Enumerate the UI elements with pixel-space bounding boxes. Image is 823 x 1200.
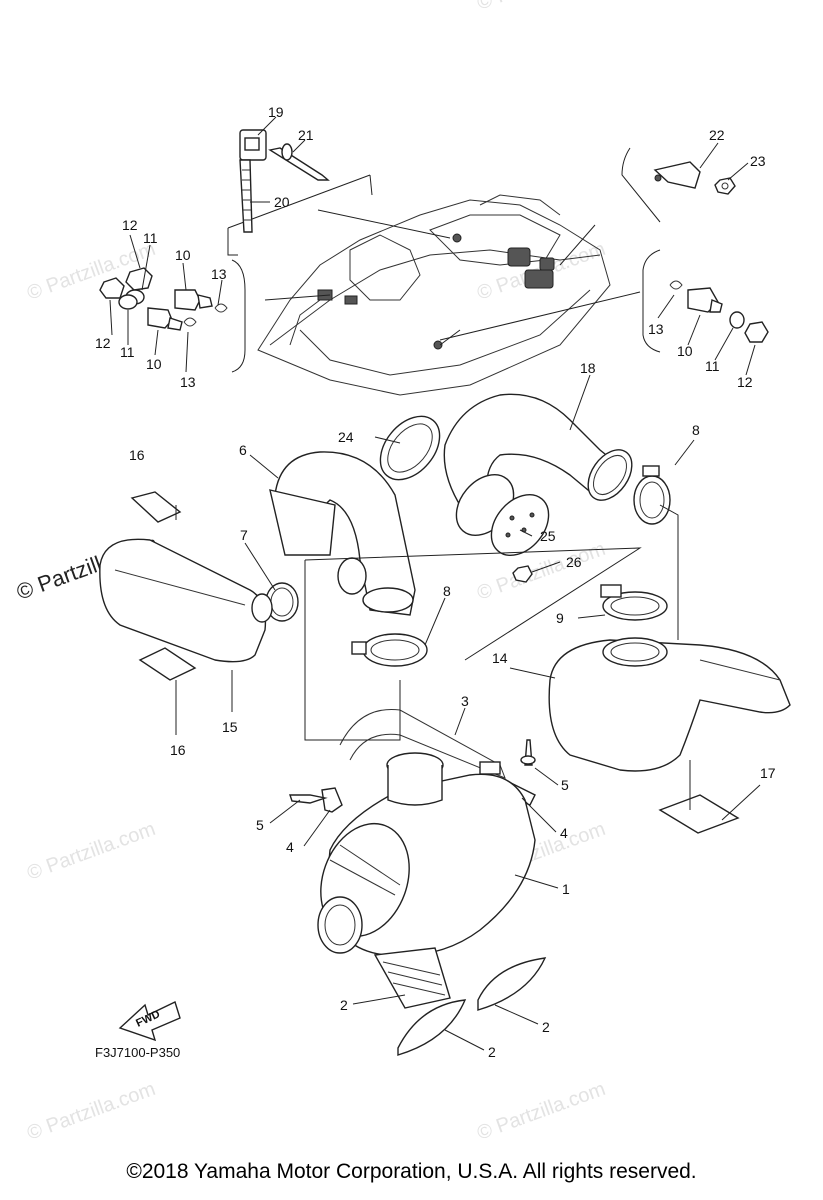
copyright-notice: ©2018 Yamaha Motor Corporation, U.S.A. A… [126, 1160, 697, 1183]
callout-5: 5 [256, 817, 264, 833]
callout-12: 12 [95, 335, 111, 351]
watermark: © Partzilla.com [474, 1078, 608, 1145]
callout-13: 13 [648, 321, 664, 337]
leader-lines [109, 116, 761, 1051]
strap-3 [339, 708, 506, 779]
callout-13: 13 [211, 266, 227, 282]
fittings-left [99, 267, 228, 331]
callout-14: 14 [492, 650, 508, 666]
diagram-code: F3J7100-P350 [95, 1045, 180, 1060]
callout-26: 26 [566, 554, 582, 570]
callout-16: 16 [170, 742, 186, 758]
callout-10: 10 [175, 247, 191, 263]
callout-24: 24 [338, 429, 354, 445]
pipe-6 [269, 451, 416, 616]
plate-25 [455, 474, 550, 556]
box-15 [99, 538, 273, 663]
ring-24 [379, 415, 441, 481]
pad-17 [658, 794, 740, 834]
fwd-arrow: FWD [118, 1001, 181, 1042]
cable-tie-holder-19 [239, 129, 267, 161]
nut-23 [714, 177, 736, 195]
callout-8: 8 [443, 583, 451, 599]
callout-13: 13 [180, 374, 196, 390]
callout-21: 21 [298, 127, 314, 143]
bracket-group-right-top [621, 147, 661, 223]
bracket-22 [653, 161, 701, 189]
pad-16-bottom [138, 647, 197, 681]
callout-1: 1 [562, 881, 570, 897]
clamp-9 [600, 584, 668, 621]
callout-15: 15 [222, 719, 238, 735]
rivet-5-left [289, 794, 328, 804]
shield-2-left [373, 947, 451, 1009]
callout-8: 8 [692, 422, 700, 438]
callout-23: 23 [750, 153, 766, 169]
callout-22: 22 [709, 127, 725, 143]
bracket-group-left [231, 259, 246, 373]
clamp-8-right [633, 465, 671, 525]
callout-5: 5 [561, 777, 569, 793]
callout-19: 19 [268, 104, 284, 120]
shield-2-right [477, 957, 547, 1011]
callout-4: 4 [560, 825, 568, 841]
clamp-8-center [351, 633, 428, 667]
pad-16-top [130, 491, 182, 523]
shield-2-bottom [397, 999, 467, 1056]
watermark: © Partzilla.com [474, 0, 608, 15]
bracket-4-left [321, 787, 343, 813]
callout-3: 3 [461, 693, 469, 709]
callout-11: 11 [143, 230, 158, 246]
cable-tie-20 [239, 159, 253, 233]
callout-11: 11 [120, 344, 135, 360]
callout-9: 9 [556, 610, 564, 626]
callout-6: 6 [239, 442, 247, 458]
callout-20: 20 [274, 194, 290, 210]
callout-18: 18 [580, 360, 596, 376]
callout-12: 12 [737, 374, 753, 390]
nut-26 [512, 565, 533, 583]
callout-17: 17 [760, 765, 776, 781]
watermark: © Partzilla.com [474, 538, 608, 605]
callout-2: 2 [488, 1044, 496, 1060]
callout-2: 2 [340, 997, 348, 1013]
watermark: © Partzilla.com [24, 1078, 158, 1145]
watermark: © Partzilla.com [24, 818, 158, 885]
fittings-right [669, 280, 769, 343]
callout-4: 4 [286, 839, 294, 855]
callout-25: 25 [540, 528, 556, 544]
callout-10: 10 [677, 343, 693, 359]
callout-7: 7 [240, 527, 248, 543]
callout-11: 11 [705, 358, 720, 374]
callout-labels: 19 21 20 22 23 12 11 10 13 12 11 10 13 1… [95, 104, 776, 1060]
rivet-5-right [520, 739, 536, 766]
muffler-1 [317, 752, 536, 957]
chamber-14 [548, 637, 791, 772]
watercraft-outline [257, 194, 641, 396]
callout-12: 12 [122, 217, 138, 233]
callout-2: 2 [542, 1019, 550, 1035]
callout-10: 10 [146, 356, 162, 372]
rivet-21 [268, 143, 330, 181]
callout-16: 16 [129, 447, 145, 463]
bracket-group-right [642, 249, 661, 353]
